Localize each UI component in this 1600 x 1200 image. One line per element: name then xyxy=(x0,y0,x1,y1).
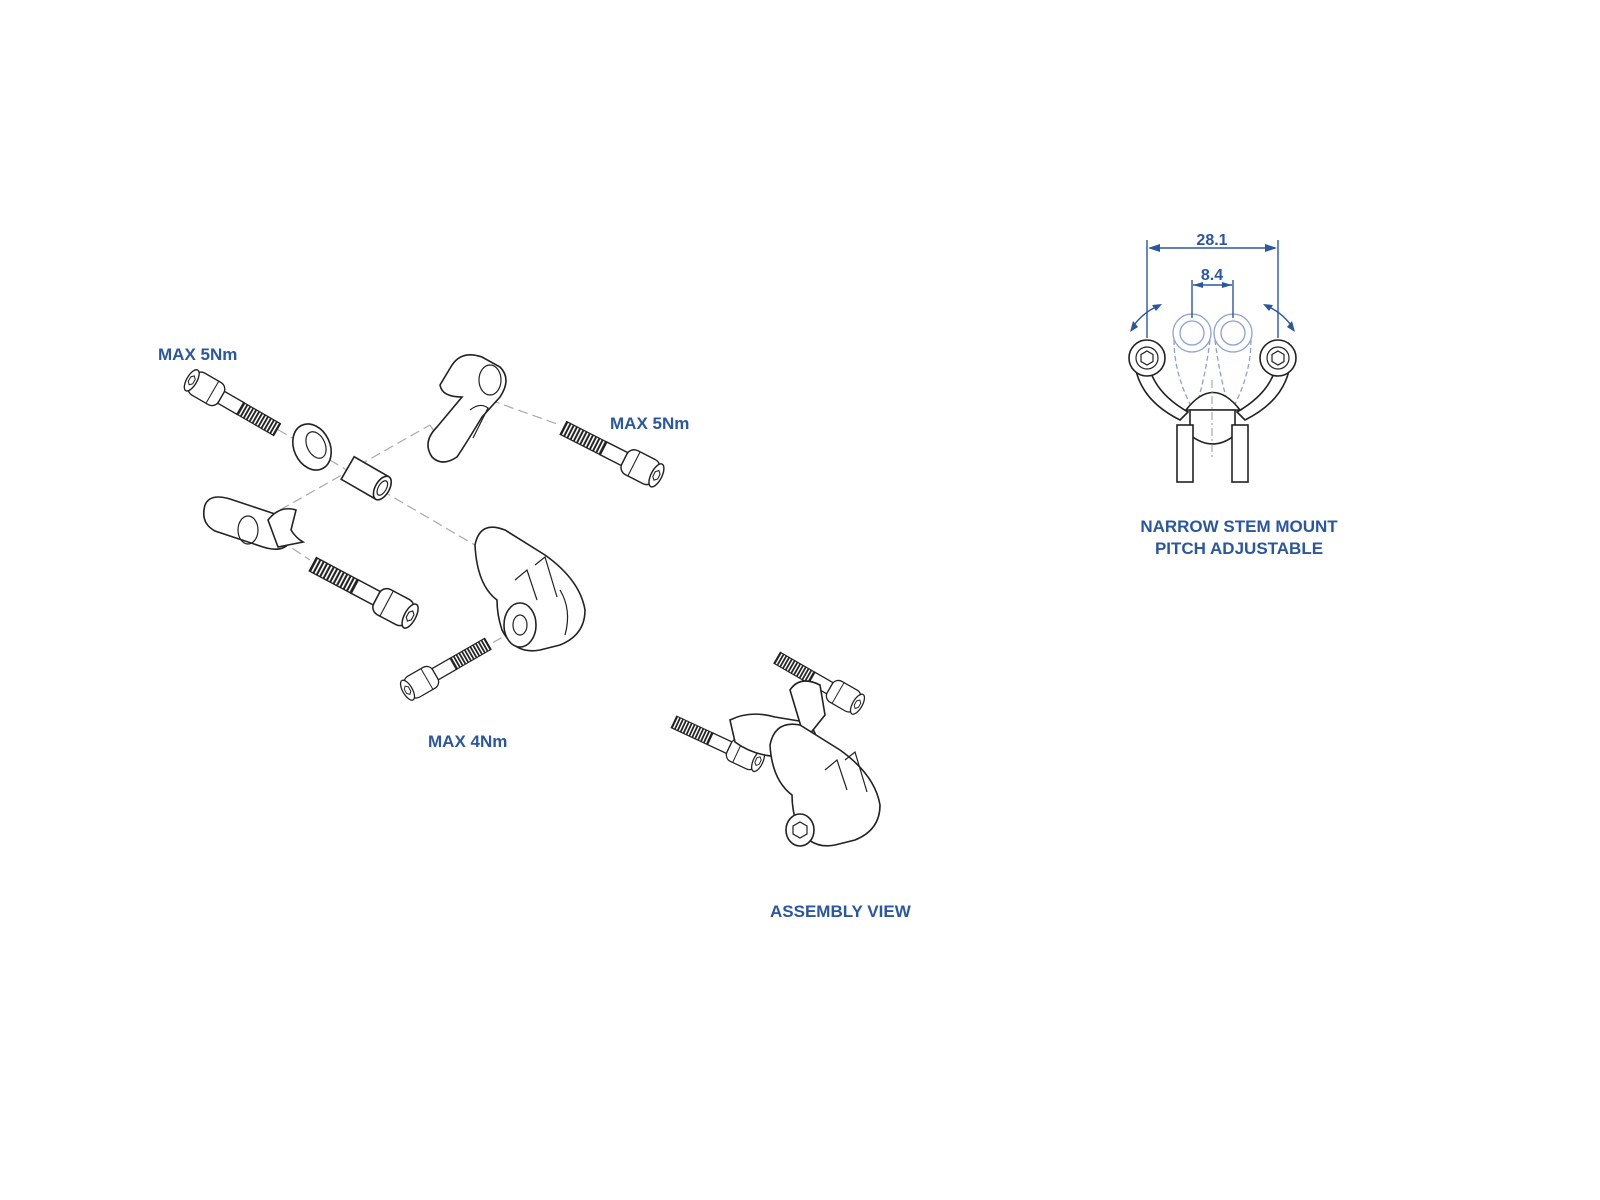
dimension-lines: 28.1 8.4 xyxy=(1130,232,1295,338)
bolt-bottom xyxy=(396,632,495,704)
washer xyxy=(291,423,333,471)
bolt-middle xyxy=(305,550,423,633)
torque-label-top-left: MAX 5Nm xyxy=(158,345,238,364)
lower-clamp-arm xyxy=(202,496,306,550)
stem-mount-front-view: 28.1 8.4 xyxy=(1128,232,1297,483)
dimension-inner-width: 8.4 xyxy=(1201,267,1223,284)
stem-mount-caption-line1: NARROW STEM MOUNT xyxy=(1140,517,1338,536)
upper-clamp-arm xyxy=(427,354,507,463)
adjusted-position-ghost xyxy=(1172,313,1253,421)
assembly-view-caption: ASSEMBLY VIEW xyxy=(770,902,911,921)
bolt-top-left xyxy=(180,366,285,442)
stem-mount-caption-line2: PITCH ADJUSTABLE xyxy=(1154,539,1324,558)
torque-label-bottom: MAX 4Nm xyxy=(428,732,508,751)
torque-label-right: MAX 5Nm xyxy=(610,414,690,433)
dimension-outer-width: 28.1 xyxy=(1196,232,1227,249)
assembly-view-drawing xyxy=(668,646,881,847)
mount-body xyxy=(474,526,586,652)
spacer-sleeve xyxy=(340,455,393,501)
